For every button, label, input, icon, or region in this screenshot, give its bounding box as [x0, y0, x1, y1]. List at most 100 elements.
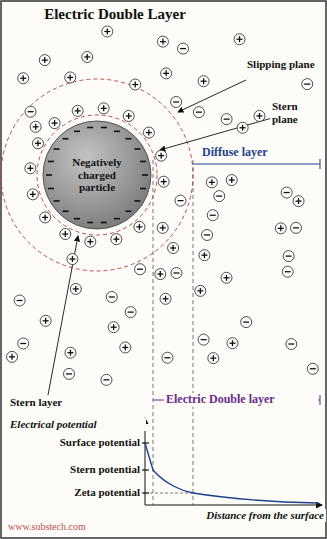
diffuse-bracket	[193, 164, 320, 165]
anion	[193, 107, 204, 118]
cation	[155, 269, 166, 280]
ion-sign	[139, 224, 140, 230]
label: Surface potential	[20, 436, 142, 449]
anion	[106, 291, 117, 302]
ion-sign	[70, 74, 71, 80]
anion	[64, 368, 75, 379]
label: Diffuse layer	[200, 146, 319, 160]
ion-sign	[137, 269, 143, 270]
ion-sign	[204, 234, 210, 235]
ion-sign	[180, 48, 186, 49]
surface-charge	[54, 148, 60, 150]
ion-sign	[128, 311, 134, 312]
surface-charge	[125, 138, 131, 140]
anion	[135, 264, 146, 275]
cation	[234, 34, 245, 45]
anion	[207, 210, 218, 221]
cation	[221, 272, 232, 283]
ion-sign	[44, 214, 45, 220]
ion-sign	[163, 179, 164, 185]
ion-sign	[109, 296, 115, 297]
surface-charge	[142, 174, 148, 176]
ion-sign	[200, 288, 201, 294]
ion-sign	[148, 130, 149, 136]
particle-label: Negatively charged particle	[59, 156, 135, 194]
ion-sign	[107, 28, 108, 34]
ion-sign	[125, 344, 126, 350]
ion-group	[7, 26, 319, 385]
ion-sign	[310, 368, 316, 369]
anion	[198, 334, 209, 345]
ion-sign	[164, 357, 170, 358]
ion-sign	[75, 286, 76, 292]
cation	[72, 105, 83, 116]
surface-charge	[74, 218, 80, 220]
surface-charge	[140, 161, 146, 163]
cation	[160, 293, 171, 304]
cation	[65, 72, 76, 83]
anion	[214, 191, 225, 202]
stern-guide	[153, 160, 154, 505]
ion-sign	[160, 271, 161, 277]
ion-sign	[72, 256, 73, 262]
ion-sign	[37, 140, 38, 146]
anion	[171, 268, 182, 279]
ion-sign	[213, 355, 214, 361]
cation	[82, 51, 93, 62]
label: Electrical potential	[8, 418, 146, 431]
anion	[302, 79, 313, 90]
label: Slipping plane	[245, 58, 319, 71]
ion-sign	[30, 165, 31, 171]
surface-charge	[125, 210, 131, 212]
cation	[158, 176, 169, 187]
ion-sign	[172, 245, 173, 251]
ion-sign	[35, 124, 36, 130]
ion-sign	[23, 75, 24, 81]
cation	[208, 353, 219, 364]
ion-sign	[178, 200, 184, 201]
ion-sign	[103, 379, 109, 380]
surface-charge	[87, 127, 93, 129]
zeta-guide	[145, 493, 193, 494]
diffuse-bracket-end	[320, 159, 321, 169]
ion-sign	[298, 198, 299, 204]
label: Electric Double layer	[164, 393, 318, 407]
ion-sign	[162, 39, 163, 45]
cation	[40, 212, 51, 223]
tick-stern	[141, 469, 149, 470]
ion-sign	[165, 70, 166, 76]
ion-sign	[239, 36, 240, 42]
ion-sign	[173, 272, 179, 273]
cation	[275, 223, 286, 234]
cation	[27, 189, 38, 200]
ion-sign	[210, 215, 216, 216]
ion-sign	[113, 324, 114, 330]
ion-sign	[216, 195, 222, 196]
ion-sign	[45, 318, 46, 324]
anion	[14, 295, 25, 306]
cation	[157, 222, 168, 233]
anion	[162, 352, 173, 363]
ion-sign	[226, 275, 227, 281]
cation	[120, 342, 131, 353]
cation	[70, 283, 81, 294]
anion	[18, 338, 29, 349]
cation	[39, 55, 50, 66]
cation	[143, 127, 154, 138]
cation	[134, 221, 145, 232]
ion-sign	[66, 373, 72, 374]
surface-charge	[46, 174, 52, 176]
ion-sign	[44, 57, 45, 63]
anion	[281, 187, 292, 198]
anion	[171, 96, 182, 107]
surface-charge	[54, 200, 60, 202]
surface-charge	[74, 131, 80, 133]
cation	[65, 347, 76, 358]
ion-sign	[32, 191, 33, 197]
leader-slipping	[178, 80, 246, 112]
ion-sign	[103, 105, 104, 111]
particle-disc	[43, 121, 151, 229]
ion-sign	[128, 113, 129, 119]
